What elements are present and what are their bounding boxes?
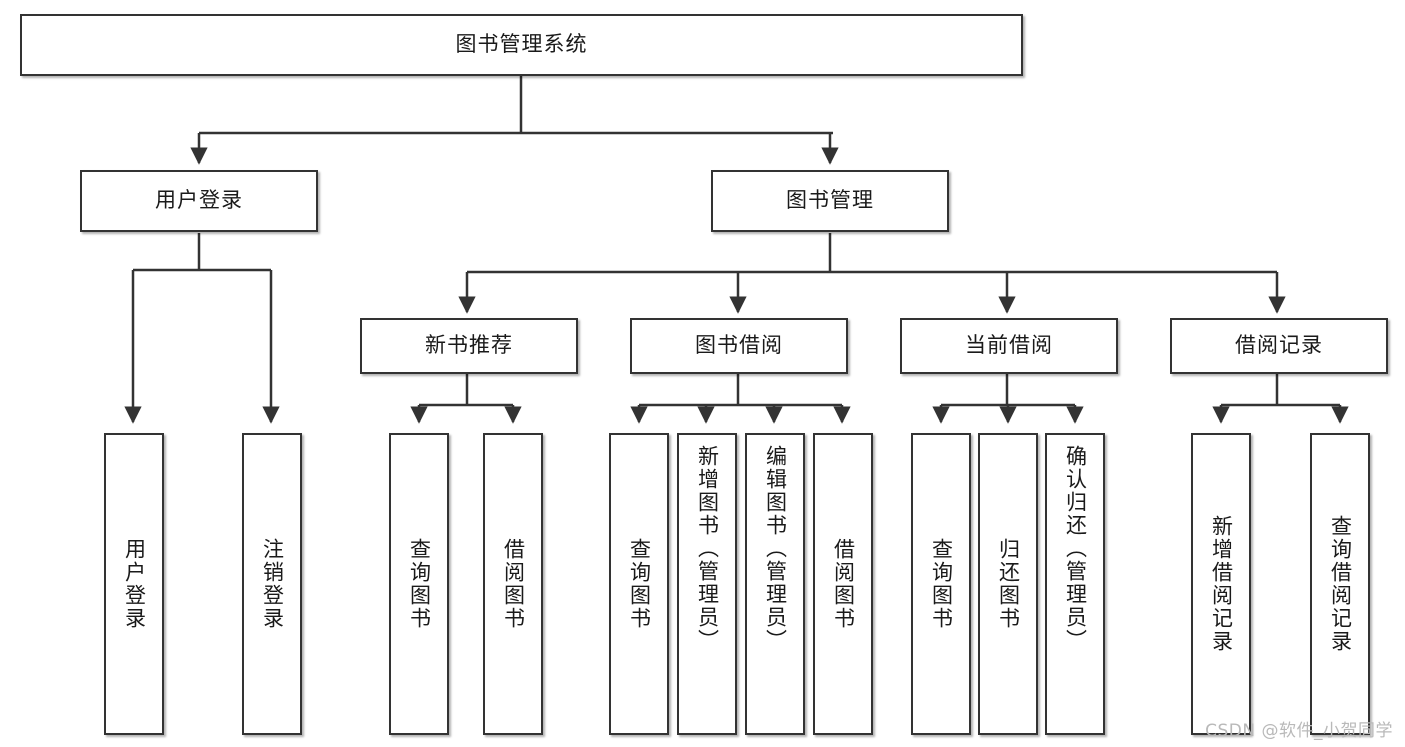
leaf-add-record[interactable]: 新增借阅记录 bbox=[1191, 433, 1251, 735]
leaf-user-logout[interactable]: 注销登录 bbox=[242, 433, 302, 735]
node-book-manage-label: 图书管理 bbox=[786, 188, 874, 213]
leaf-return-book[interactable]: 归还图书 bbox=[978, 433, 1038, 735]
leaf-query-book-2-label: 查询图书 bbox=[627, 538, 652, 630]
leaf-add-record-label: 新增借阅记录 bbox=[1209, 515, 1234, 653]
node-book-manage[interactable]: 图书管理 bbox=[711, 170, 949, 232]
leaf-borrow-book-1[interactable]: 借阅图书 bbox=[483, 433, 543, 735]
node-current-borrow[interactable]: 当前借阅 bbox=[900, 318, 1118, 374]
leaf-query-book-1-label: 查询图书 bbox=[407, 538, 432, 630]
leaf-user-logout-label: 注销登录 bbox=[260, 538, 285, 630]
leaf-query-record-label: 查询借阅记录 bbox=[1328, 515, 1353, 653]
leaf-borrow-book-2[interactable]: 借阅图书 bbox=[813, 433, 873, 735]
node-book-borrow[interactable]: 图书借阅 bbox=[630, 318, 848, 374]
leaf-edit-book-label: 编辑图书（管理员） bbox=[763, 445, 788, 652]
leaf-return-book-label: 归还图书 bbox=[996, 538, 1021, 630]
node-borrow-record[interactable]: 借阅记录 bbox=[1170, 318, 1388, 374]
node-root-label: 图书管理系统 bbox=[455, 32, 588, 57]
leaf-add-book-label: 新增图书（管理员） bbox=[695, 445, 720, 652]
leaf-query-book-3[interactable]: 查询图书 bbox=[911, 433, 971, 735]
leaf-borrow-book-2-label: 借阅图书 bbox=[831, 538, 856, 630]
csdn-watermark: CSDN @软件_小贺同学 bbox=[1205, 721, 1393, 741]
leaf-query-book-3-label: 查询图书 bbox=[929, 538, 954, 630]
node-new-book-rec[interactable]: 新书推荐 bbox=[360, 318, 578, 374]
leaf-query-record[interactable]: 查询借阅记录 bbox=[1310, 433, 1370, 735]
leaf-query-book-2[interactable]: 查询图书 bbox=[609, 433, 669, 735]
leaf-user-login[interactable]: 用户登录 bbox=[104, 433, 164, 735]
leaf-user-login-label: 用户登录 bbox=[122, 538, 147, 630]
leaf-edit-book[interactable]: 编辑图书（管理员） bbox=[745, 433, 805, 735]
node-root[interactable]: 图书管理系统 bbox=[20, 14, 1023, 76]
leaf-confirm-return[interactable]: 确认归还（管理员） bbox=[1045, 433, 1105, 735]
leaf-confirm-return-label: 确认归还（管理员） bbox=[1063, 445, 1088, 652]
node-user-login-label: 用户登录 bbox=[155, 188, 243, 213]
node-current-borrow-label: 当前借阅 bbox=[965, 333, 1053, 358]
leaf-query-book-1[interactable]: 查询图书 bbox=[389, 433, 449, 735]
node-borrow-record-label: 借阅记录 bbox=[1235, 333, 1323, 358]
leaf-borrow-book-1-label: 借阅图书 bbox=[501, 538, 526, 630]
node-user-login[interactable]: 用户登录 bbox=[80, 170, 318, 232]
node-new-book-rec-label: 新书推荐 bbox=[425, 333, 513, 358]
node-book-borrow-label: 图书借阅 bbox=[695, 333, 783, 358]
leaf-add-book[interactable]: 新增图书（管理员） bbox=[677, 433, 737, 735]
